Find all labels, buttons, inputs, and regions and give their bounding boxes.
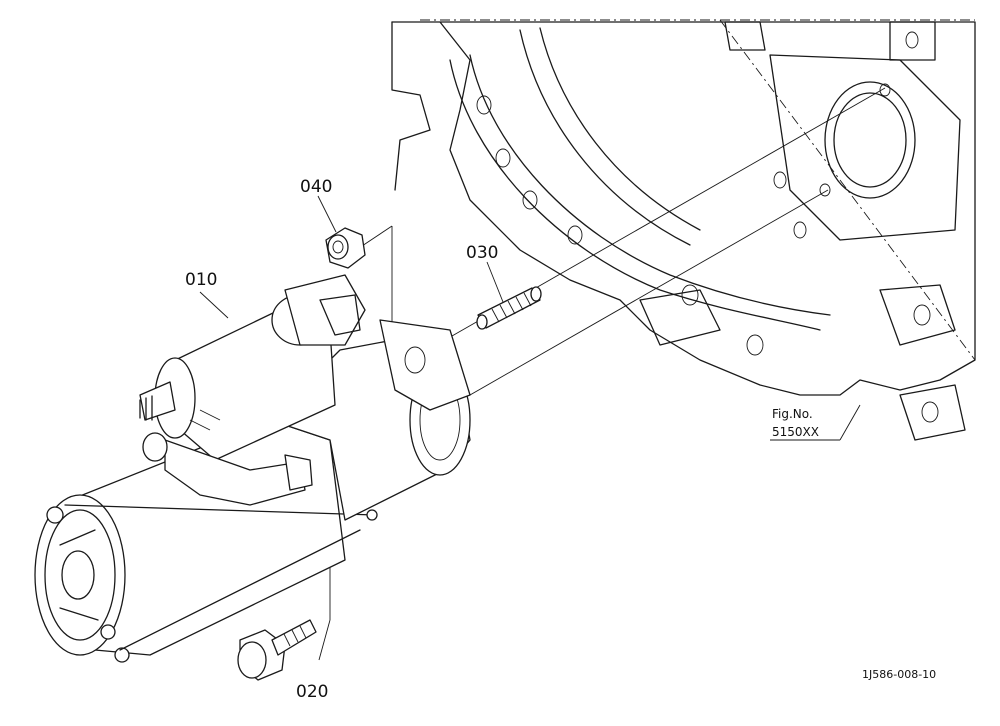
figure-reference-line2: 5150XX [772, 425, 819, 439]
nut-040 [325, 227, 366, 269]
figure-reference-line1: Fig.No. [772, 407, 813, 421]
starter-motor [34, 274, 471, 663]
part-label-020: 020 [296, 682, 328, 702]
stud-030 [476, 286, 542, 330]
part-label-010: 010 [185, 270, 217, 290]
flywheel-housing [391, 19, 976, 441]
part-label-030: 030 [466, 243, 498, 263]
bolt-020 [237, 619, 317, 681]
drawing-id: 1J586-008-10 [862, 668, 936, 681]
leader-lines [199, 195, 861, 661]
part-label-040: 040 [300, 177, 332, 197]
